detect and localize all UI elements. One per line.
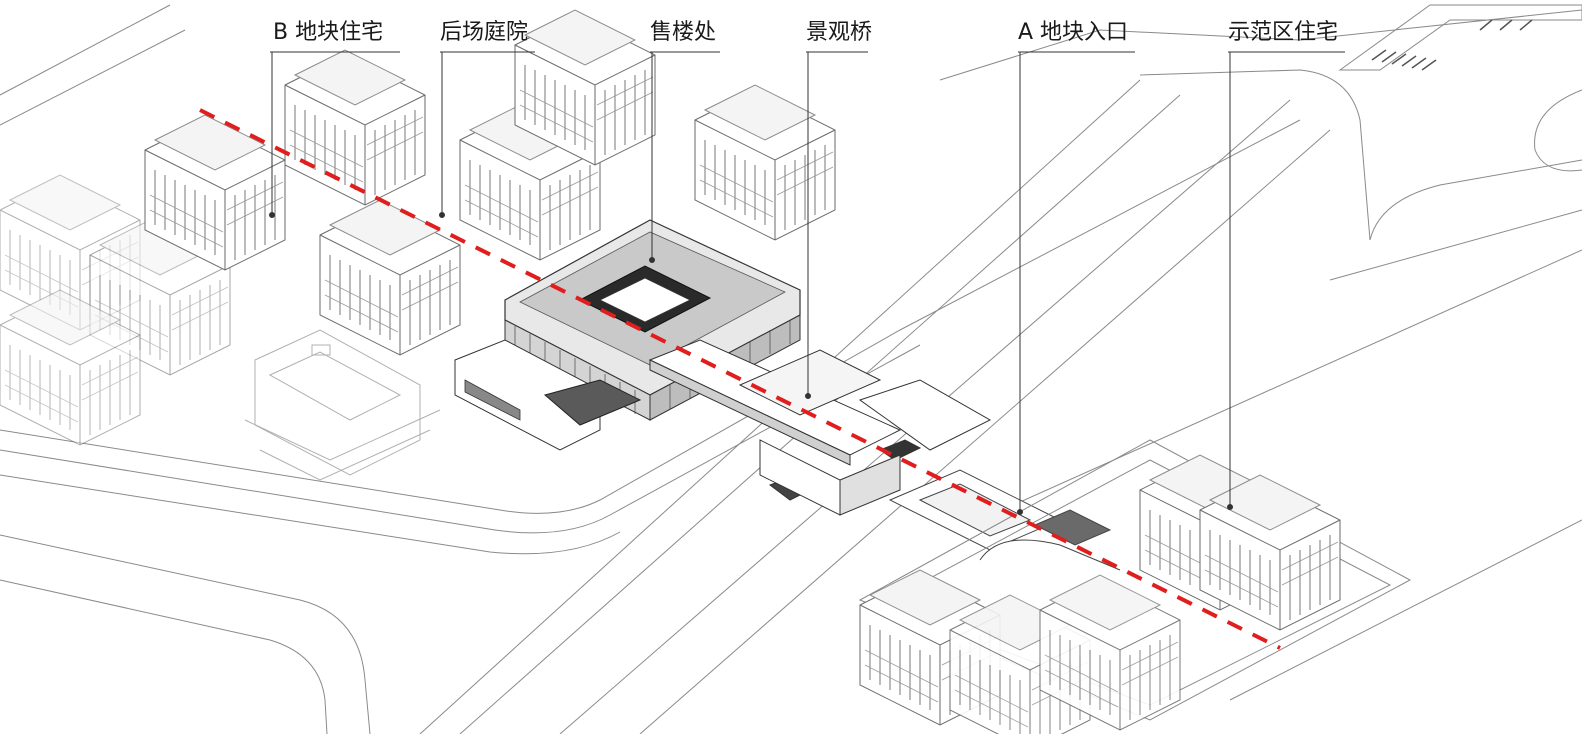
label-b-block-residence: B 地块住宅 (273, 20, 384, 45)
label-rear-courtyard: 后场庭院 (440, 20, 529, 45)
pavilion-building (244, 329, 441, 481)
leader-demo-area-residence (1228, 51, 1345, 507)
road-edge-west-upper-2 (0, 29, 186, 126)
label-landscape-bridge: 景观桥 (806, 20, 873, 45)
parking-stripes (1371, 19, 1533, 71)
road-diagonal-main-4 (639, 129, 1331, 734)
road-east-long (979, 249, 1582, 521)
road-east-curve (1369, 159, 1582, 241)
leader-rear-courtyard (440, 51, 535, 215)
road-rounded-east (1534, 89, 1582, 172)
sales-office-building (454, 219, 801, 451)
road-curve-south-1 (0, 119, 1301, 514)
road-east-curve-2 (1329, 209, 1582, 281)
road-east-long-2 (1229, 519, 1582, 701)
label-demo-area-residence: 示范区住宅 (1228, 20, 1339, 45)
bridge-east-landing (858, 379, 992, 451)
leader-landscape-bridge (806, 51, 868, 396)
house-b6 (319, 199, 461, 356)
road-curve-sw (0, 534, 371, 734)
house-b9 (694, 84, 836, 241)
road-curve-south-2 (0, 344, 921, 534)
road-curve-sw-2 (0, 579, 328, 734)
label-a-block-entrance: A 地块入口 (1018, 20, 1129, 45)
label-sales-office: 售楼处 (650, 20, 717, 45)
parking-strip (1338, 4, 1582, 71)
road-edge-west-upper (0, 4, 171, 96)
main-axis-dashed-line (199, 108, 1281, 650)
leader-lines (269, 51, 1345, 515)
house-b5 (284, 49, 426, 206)
leader-b-block-residence (270, 51, 400, 215)
demo-townhouse-row (859, 569, 1181, 734)
leader-sales-office (650, 51, 720, 260)
road-north-east-2 (1139, 69, 1371, 241)
leader-a-block-entrance (1018, 51, 1135, 512)
road-curve-south-3 (0, 474, 621, 555)
sales-office-base-wing (454, 339, 601, 451)
a-block-entrance (888, 469, 1121, 571)
